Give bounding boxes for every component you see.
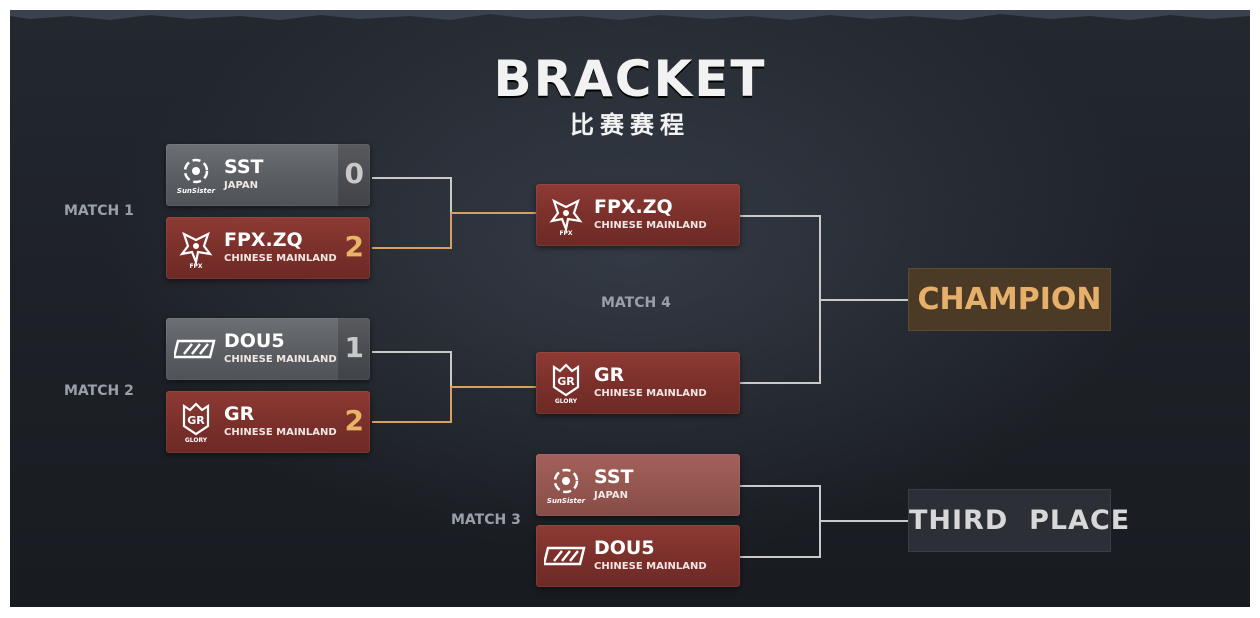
team-score: 1 (344, 331, 364, 364)
team-region: JAPAN (224, 180, 258, 191)
match-3-label: MATCH 3 (451, 512, 521, 528)
score-box: 0 (338, 144, 370, 206)
team-name: DOU5 (224, 330, 285, 352)
bracket-connectors (372, 177, 908, 558)
m4-team-b-card[interactable]: GR GLORY GR CHINESE MAINLAND (536, 352, 740, 414)
sunsister-logo-icon: SunSister (547, 468, 586, 505)
team-name: GR (594, 364, 625, 386)
svg-text:SunSister: SunSister (547, 497, 586, 505)
m1-team-b-card[interactable]: FPX FPX.ZQ CHINESE MAINLAND 2 (166, 217, 370, 279)
m2-team-a-card[interactable]: DOU5 CHINESE MAINLAND 1 (166, 318, 370, 380)
svg-text:GLORY: GLORY (185, 437, 208, 444)
team-region: JAPAN (594, 490, 628, 501)
team-score: 2 (344, 404, 364, 437)
sunsister-logo-icon: SunSister (177, 158, 216, 195)
dou5-logo-icon (174, 339, 216, 359)
match-4-label: MATCH 4 (601, 295, 671, 311)
score-box: 1 (338, 318, 370, 380)
score-box: 2 (338, 217, 370, 279)
match-1-label: MATCH 1 (64, 203, 134, 219)
m2-loser-connector (372, 351, 452, 387)
team-score: 2 (344, 230, 364, 263)
team-region: CHINESE MAINLAND (224, 253, 337, 264)
m1-loser-connector (372, 177, 452, 213)
svg-text:GR: GR (557, 375, 575, 388)
svg-text:GR: GR (187, 414, 205, 427)
team-name: SST (594, 466, 634, 488)
fpx-logo-icon: FPX (549, 198, 583, 237)
team-region: CHINESE MAINLAND (594, 561, 707, 572)
m3-team-b-card[interactable]: DOU5 CHINESE MAINLAND (536, 525, 740, 587)
team-region: CHINESE MAINLAND (224, 354, 337, 365)
dou5-logo-icon (544, 546, 586, 566)
m3-team-a-card[interactable]: SunSister SST JAPAN (536, 454, 740, 516)
svg-text:SunSister: SunSister (177, 187, 216, 195)
team-name: GR (224, 403, 255, 425)
glory-logo-icon: GR GLORY (552, 363, 580, 405)
team-region: CHINESE MAINLAND (594, 388, 707, 399)
svg-text:GLORY: GLORY (555, 398, 578, 405)
page-title: BRACKET (493, 50, 767, 108)
m4-connector (740, 215, 908, 384)
m1-team-a-card[interactable]: SunSister SST JAPAN 0 (166, 144, 370, 206)
team-name: FPX.ZQ (224, 229, 303, 251)
torn-paper-edge (10, 10, 1250, 20)
page-subtitle: 比赛赛程 (570, 111, 690, 139)
bracket-stage: BRACKET 比赛赛程 MATCH 1 MATCH 2 MATCH 4 MAT… (10, 10, 1250, 607)
team-name: FPX.ZQ (594, 196, 673, 218)
champion-box: CHAMPION (908, 268, 1111, 331)
team-score: 0 (344, 157, 364, 190)
m1-winner-connector (372, 212, 536, 249)
m2-team-b-card[interactable]: GR GLORY GR CHINESE MAINLAND 2 (166, 391, 370, 453)
match-2-label: MATCH 2 (64, 383, 134, 399)
team-region: CHINESE MAINLAND (224, 427, 337, 438)
team-name: DOU5 (594, 537, 655, 559)
score-box: 2 (338, 391, 370, 453)
m3-connector (740, 485, 908, 558)
team-name: SST (224, 156, 264, 178)
third-place-box: THIRD PLACE (908, 489, 1129, 552)
glory-logo-icon: GR GLORY (182, 402, 210, 444)
svg-text:FPX: FPX (189, 263, 202, 270)
fpx-logo-icon: FPX (179, 231, 213, 270)
svg-text:FPX: FPX (559, 230, 572, 237)
m2-winner-connector (372, 386, 536, 423)
m4-team-a-card[interactable]: FPX FPX.ZQ CHINESE MAINLAND (536, 184, 740, 246)
team-region: CHINESE MAINLAND (594, 220, 707, 231)
